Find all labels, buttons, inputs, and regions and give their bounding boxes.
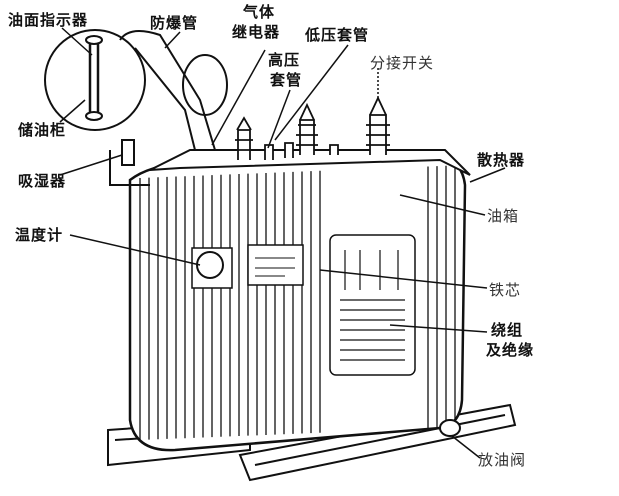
label-oil-level-indicator: 油面指示器 — [8, 11, 89, 29]
core-winding-cutaway — [329, 234, 416, 376]
nameplate — [247, 244, 304, 286]
label-explosion-vent: 防爆管 — [150, 14, 199, 32]
winding-coils — [340, 250, 405, 361]
label-lv-bushing: 低压套管 — [305, 26, 370, 44]
label-breather: 吸湿器 — [18, 172, 67, 190]
explosion-vent-pipe — [119, 30, 216, 151]
leader-lines — [59, 27, 506, 459]
label-iron-core: 铁芯 — [489, 281, 522, 299]
label-radiator: 散热器 — [477, 151, 526, 169]
label-hv-bushing-line1: 高压 — [268, 51, 301, 69]
label-hv-bushing-line2: 套管 — [270, 71, 303, 89]
radiator-fins — [139, 165, 456, 440]
label-drain-valve: 放油阀 — [478, 451, 527, 469]
label-winding-line2: 及绝缘 — [486, 341, 535, 359]
conservator-tank — [44, 29, 146, 131]
label-conservator: 储油柜 — [18, 121, 67, 139]
label-thermometer: 温度计 — [15, 226, 64, 244]
label-winding-line1: 绕组 — [491, 321, 524, 339]
label-oil-tank: 油箱 — [487, 207, 520, 225]
thermometer-dial — [196, 251, 224, 279]
label-gas-relay-line1: 气体 — [243, 3, 276, 21]
bushings — [235, 95, 390, 160]
label-tap-changer: 分接开关 — [370, 54, 435, 72]
drain-valve — [439, 419, 461, 437]
label-gas-relay-line2: 继电器 — [232, 23, 281, 41]
tank-cover — [149, 149, 471, 176]
breather — [109, 139, 150, 186]
